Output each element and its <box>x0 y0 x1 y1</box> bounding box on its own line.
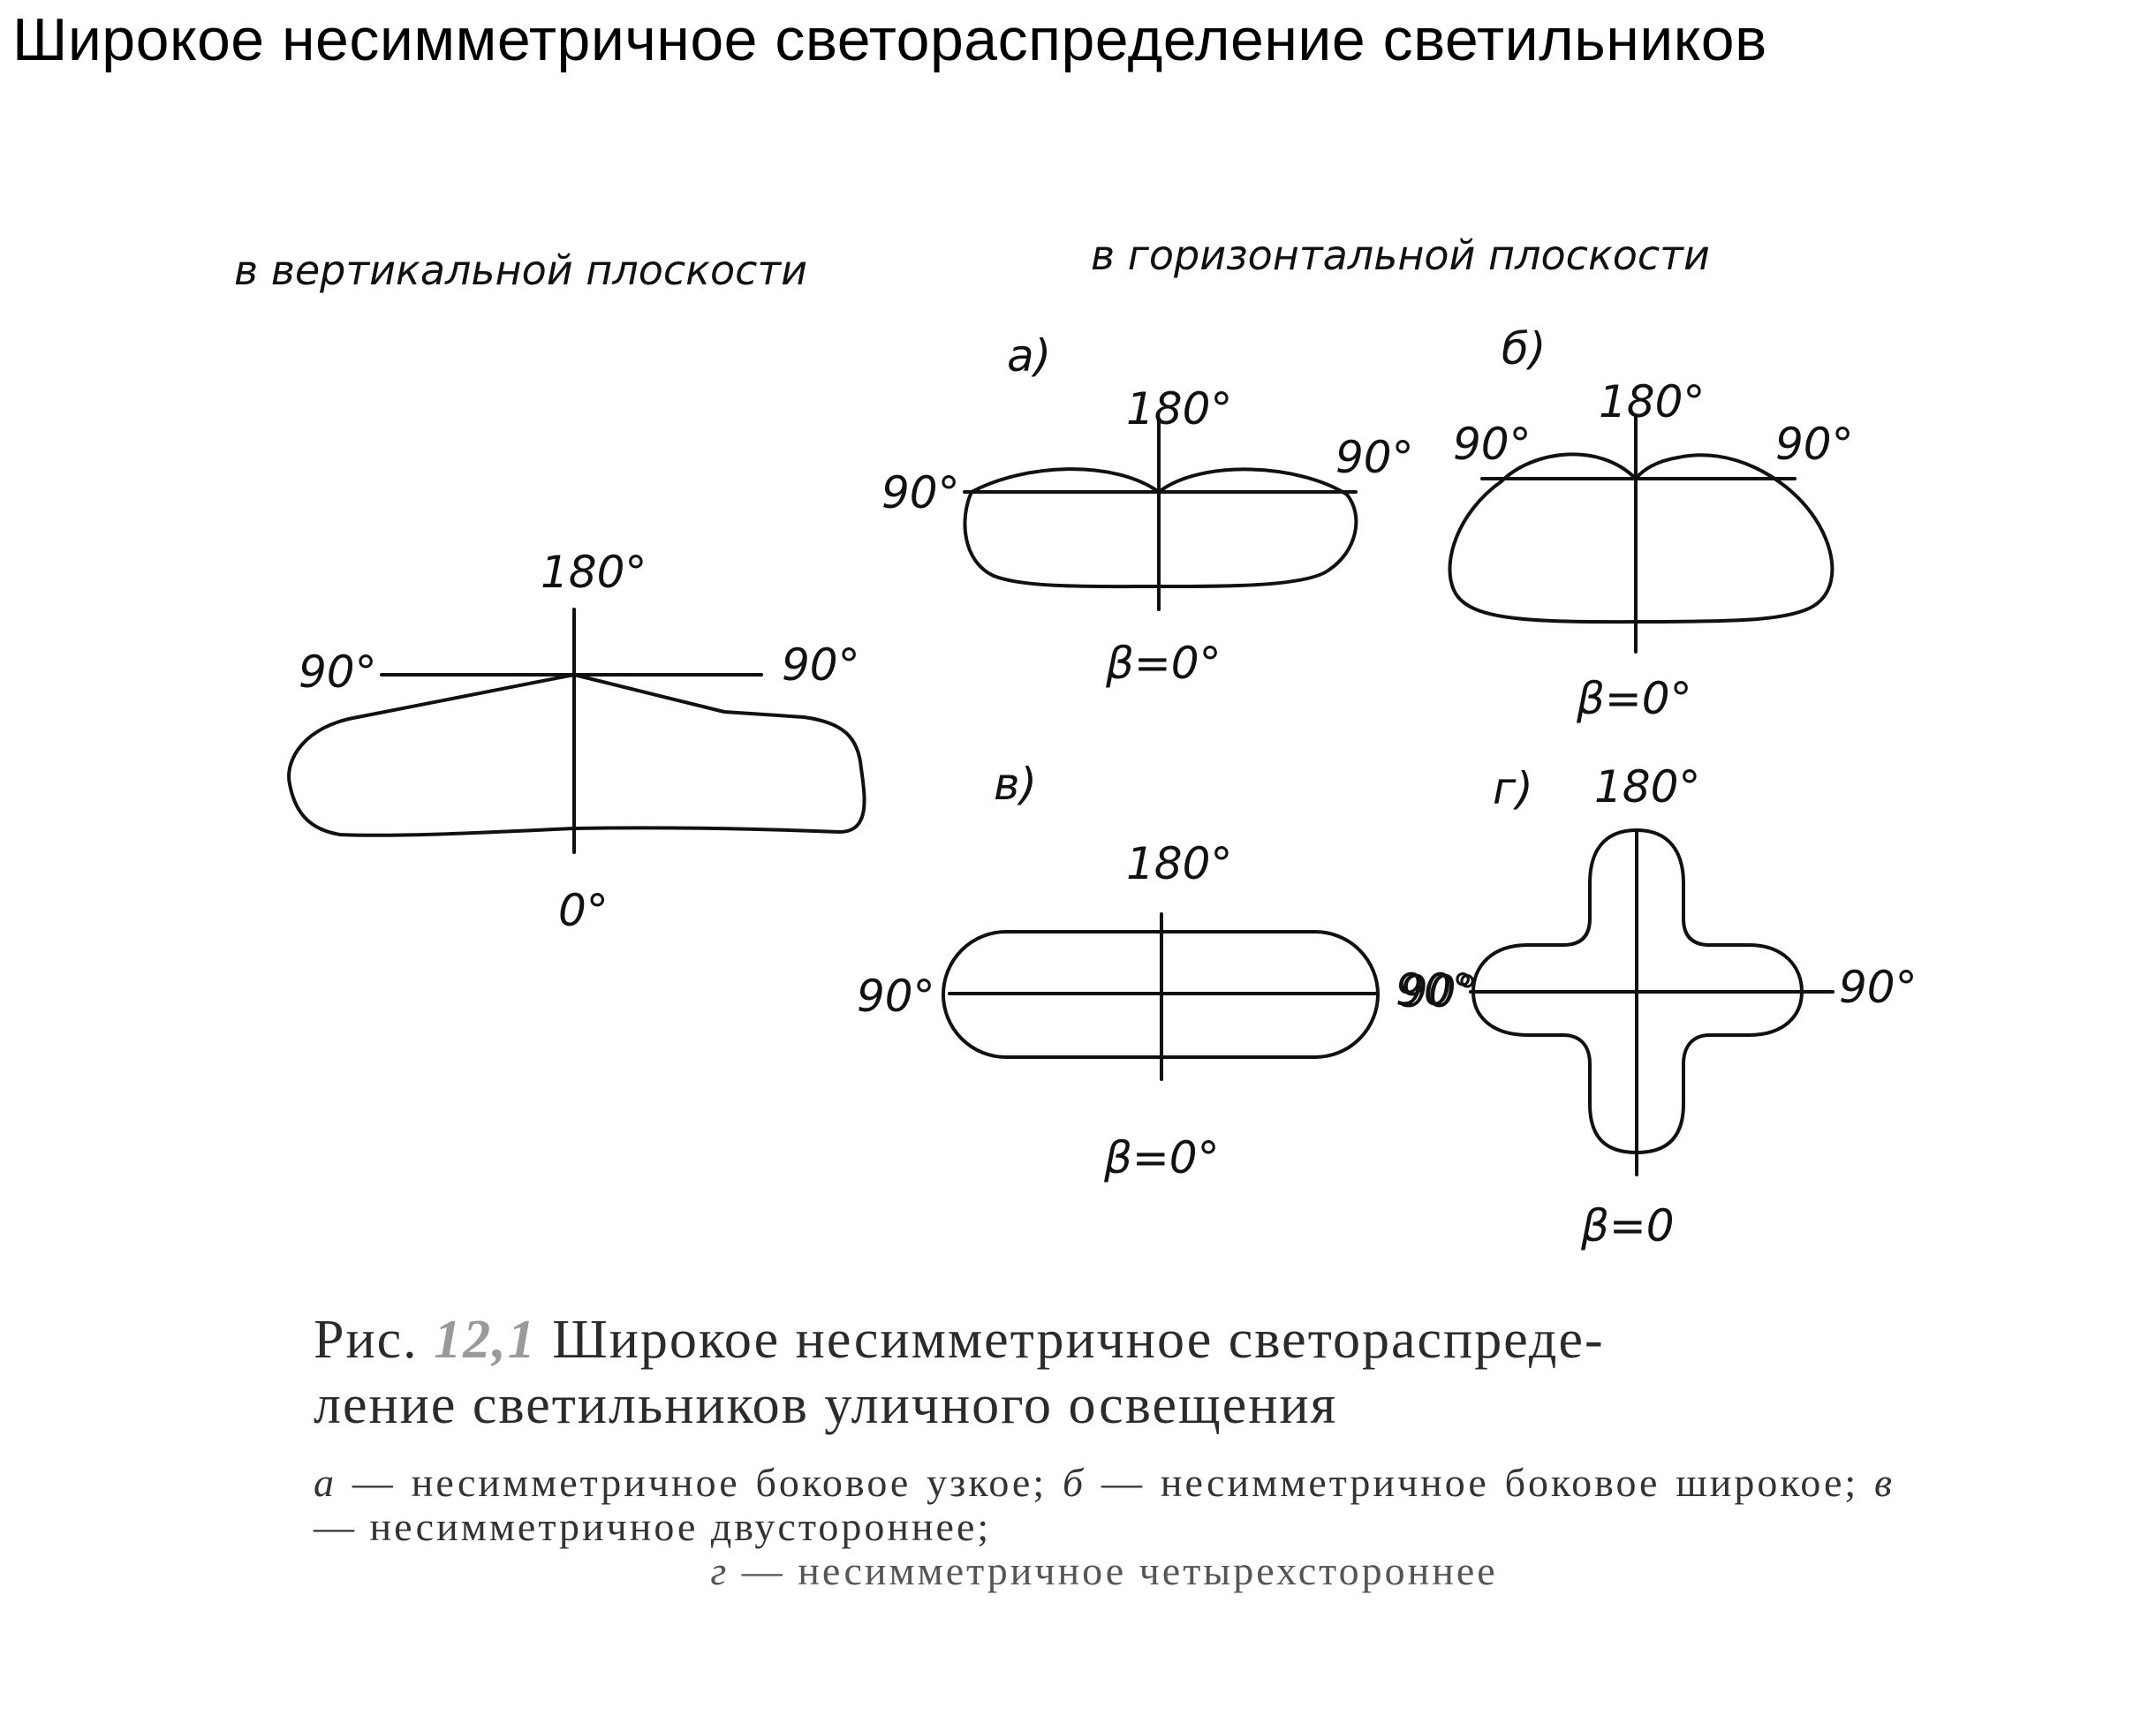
caption-main: Рис. 12,1 Широкое несимметричное светора… <box>314 1307 1895 1438</box>
caption-figure-number: 12,1 <box>434 1310 537 1370</box>
diagram-b-letter: б) <box>1502 323 1546 374</box>
vertical-label-left: 90° <box>299 646 377 698</box>
diagram-v-label-bottom: β=0° <box>1103 1132 1220 1183</box>
figure-caption: Рис. 12,1 Широкое несимметричное светора… <box>314 1307 1895 1593</box>
vertical-label-bottom: 0° <box>558 885 609 936</box>
diagram-a-label-bottom: β=0° <box>1105 638 1222 689</box>
diagram-a-light-curve <box>963 467 1358 589</box>
diagram-g-label-top: 180° <box>1594 761 1700 813</box>
diagram-a-label-top: 180° <box>1126 383 1232 435</box>
diagram-g-light-curve <box>1471 828 1804 1154</box>
vertical-label-top: 180° <box>541 547 647 598</box>
vertical-plane-diagram: 180° 90° 90° 0° <box>287 547 866 936</box>
diagram-a: а) 180° 90° 90° β=0° <box>881 330 1414 689</box>
diagram-v-letter: в) <box>994 759 1037 810</box>
diagram-g: г) 180° 90° 90° β=0 <box>1396 761 1918 1251</box>
vertical-label-right: 90° <box>782 639 860 691</box>
diagram-v: в) 180° 90° 90° β=0° <box>857 759 1479 1183</box>
diagram-g-label-right: 90° <box>1839 962 1918 1013</box>
diagram-g-label-bottom: β=0 <box>1580 1200 1675 1251</box>
diagram-v-label-top: 180° <box>1126 838 1232 889</box>
legend-v-letter: в <box>1874 1460 1895 1505</box>
legend-v-text: — несимметричное двустороннее; <box>314 1504 992 1549</box>
diagram-b-label-top: 180° <box>1599 376 1705 427</box>
page-title: Широкое несимметричное светораспределени… <box>12 6 1767 73</box>
legend-g-letter: г <box>710 1548 730 1593</box>
heading-horizontal-plane: в горизонтальной плоскости <box>1091 231 1710 279</box>
caption-legend: а — несимметричное боковое узкое; б — не… <box>314 1461 1895 1593</box>
legend-a-letter: а <box>314 1460 337 1505</box>
caption-line-1: Широкое несимметричное светораспреде- <box>552 1310 1605 1370</box>
diagram-v-light-curve <box>942 930 1380 1059</box>
caption-prefix: Рис. <box>314 1310 419 1370</box>
diagram-v-label-right: 90° <box>1400 966 1479 1017</box>
legend-g: г — несимметричное четырехстороннее <box>314 1549 1895 1593</box>
diagram-b: б) 180° 90° 90° β=0° <box>1448 323 1854 724</box>
diagram-a-label-right: 90° <box>1335 432 1414 483</box>
diagram-v-label-left: 90° <box>857 971 935 1022</box>
diagram-g-letter: г) <box>1493 763 1533 814</box>
diagram-b-label-bottom: β=0° <box>1576 673 1692 724</box>
heading-vertical-plane: в вертикальной плоскости <box>234 246 807 294</box>
vertical-light-curve <box>287 673 866 837</box>
diagram-b-label-right: 90° <box>1775 419 1854 470</box>
diagram-g-label-left: 90° <box>1396 964 1474 1016</box>
legend-b-text: — несимметричное боковое широкое; <box>1086 1460 1875 1505</box>
caption-line-2: ление светильников уличного освещения <box>314 1375 1338 1435</box>
diagram-b-label-left: 90° <box>1453 419 1532 470</box>
legend-a-text: — несимметричное боковое узкое; <box>337 1460 1063 1505</box>
diagram-b-light-curve <box>1448 452 1834 624</box>
diagram-a-letter: а) <box>1007 330 1051 382</box>
diagram-a-label-left: 90° <box>881 467 960 518</box>
legend-g-text: — несимметричное четырехстороннее <box>729 1548 1498 1593</box>
legend-b-letter: б <box>1063 1460 1086 1505</box>
